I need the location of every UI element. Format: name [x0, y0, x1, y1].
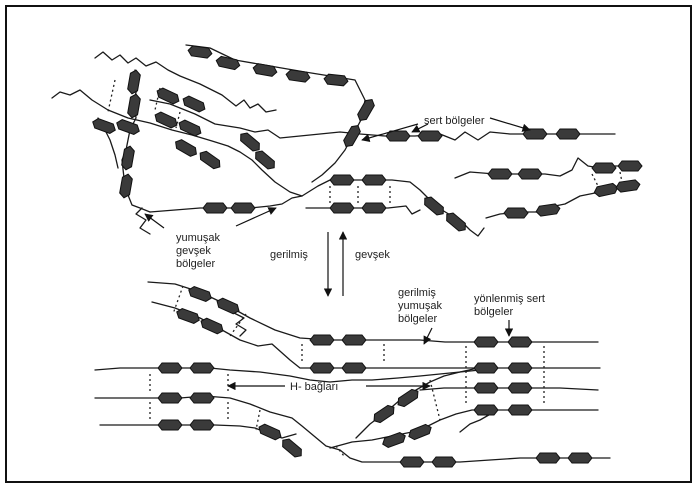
hard-segment	[488, 169, 512, 179]
hard-segment	[310, 335, 334, 345]
hard-segment	[127, 93, 141, 118]
hard-segment	[280, 436, 305, 459]
hard-segment	[310, 363, 334, 373]
hard-segment	[342, 335, 366, 345]
label-h-bonds: H- bağları	[290, 381, 338, 393]
polymer-chain	[95, 368, 480, 382]
hard-segment	[395, 387, 420, 409]
hard-segment	[231, 203, 255, 213]
hard-segment	[592, 163, 616, 173]
hard-segment	[330, 175, 354, 185]
hard-segment	[362, 203, 386, 213]
polymer-chain	[152, 302, 600, 368]
hard-segment	[203, 203, 227, 213]
diagram-labels: sert bölgeler yumuşak gevşek bölgeler ge…	[176, 115, 545, 393]
hard-segment	[474, 337, 498, 347]
hard-segment	[432, 457, 456, 467]
hard-segment	[618, 161, 642, 171]
hard-segment	[535, 203, 560, 216]
hard-segment	[115, 118, 141, 136]
hard-segment	[238, 130, 263, 153]
hard-segment	[127, 69, 141, 94]
hard-segment	[508, 337, 532, 347]
hard-segment	[615, 179, 640, 192]
hard-segment	[356, 97, 377, 123]
label-stretched-soft-2: yumuşak	[398, 300, 443, 312]
hard-segment	[474, 383, 498, 393]
hard-segment	[173, 138, 199, 159]
pointer-arrow	[424, 328, 432, 344]
label-soft-relaxed-3: bölgeler	[176, 258, 215, 270]
label-oriented-hard-2: bölgeler	[474, 306, 513, 318]
label-soft-relaxed-1: yumuşak	[176, 232, 221, 244]
hard-segment	[190, 420, 214, 430]
label-soft-relaxed-2: gevşek	[176, 245, 211, 257]
polymer-chain	[232, 312, 246, 336]
label-stretched-soft-3: bölgeler	[398, 313, 437, 325]
hard-segment	[342, 123, 363, 149]
hard-segment	[422, 194, 447, 217]
hard-segment	[197, 149, 222, 171]
hard-segment	[253, 148, 278, 171]
hard-segment	[330, 203, 354, 213]
hard-segment	[119, 173, 133, 198]
hard-segment	[155, 86, 181, 105]
hard-segment	[400, 457, 424, 467]
hard-segment	[285, 69, 310, 82]
polymer-chain	[136, 208, 150, 234]
hard-segment	[362, 175, 386, 185]
pointer-arrow	[145, 214, 164, 228]
hard-segment	[121, 145, 135, 170]
hard-segment	[518, 169, 542, 179]
label-stretched-soft-1: gerilmiş	[398, 287, 436, 299]
hard-segment	[474, 363, 498, 373]
hard-segment	[508, 383, 532, 393]
hard-segment	[181, 94, 207, 113]
hard-segment	[215, 297, 241, 316]
hard-segment	[444, 210, 469, 233]
hard-segment	[418, 131, 442, 141]
label-relaxed: gevşek	[355, 249, 390, 261]
label-oriented-hard-1: yönlenmiş sert	[474, 293, 545, 305]
hard-segment	[215, 56, 241, 71]
label-hard-segments: sert bölgeler	[424, 115, 485, 127]
hard-segment	[158, 420, 182, 430]
hard-segment	[556, 129, 580, 139]
hard-segment	[158, 393, 182, 403]
hard-segment	[536, 453, 560, 463]
hard-segment	[187, 285, 213, 303]
pointer-arrow	[490, 118, 530, 130]
hard-segment	[190, 393, 214, 403]
hard-segment	[91, 117, 117, 135]
hard-segment	[257, 423, 283, 442]
hard-segment	[342, 363, 366, 373]
hard-segment	[190, 363, 214, 373]
hard-segment	[324, 74, 349, 86]
hard-segment	[508, 363, 532, 373]
hard-segment	[568, 453, 592, 463]
hard-segment	[508, 405, 532, 415]
hard-segment	[523, 129, 547, 139]
hard-segment	[158, 363, 182, 373]
hard-segment	[252, 63, 277, 77]
hard-segment	[153, 110, 179, 129]
hard-segment	[474, 405, 498, 415]
hard-segment	[504, 208, 528, 218]
label-stretched: gerilmiş	[270, 249, 308, 261]
